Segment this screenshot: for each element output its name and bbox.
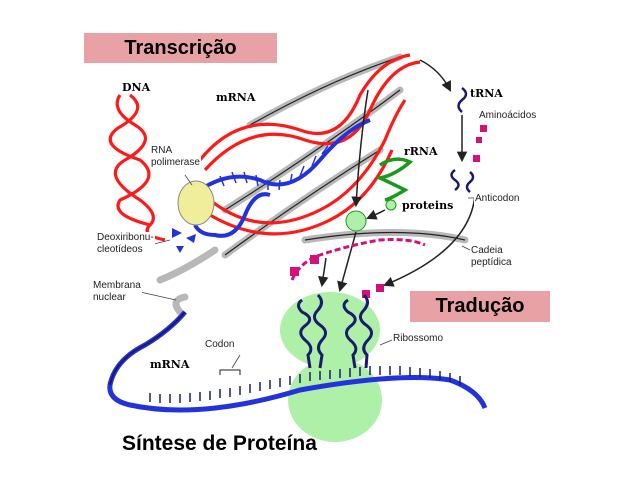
small-subunit <box>345 210 367 232</box>
anticodon-label: Anticodon <box>474 193 521 205</box>
peptide-label-line2: peptídica <box>471 257 512 268</box>
mrna-bottom-strand <box>107 310 488 413</box>
deoxy-label-line1: Deoxiribonu- <box>97 232 154 243</box>
peptide-chain <box>290 238 426 298</box>
deoxyribonucleotides <box>172 228 196 253</box>
rna-polymerase-label: RNA polimerase <box>150 145 201 169</box>
aminoacids-label: Aminoácidos <box>478 110 538 122</box>
membrane-label-line2: nuclear <box>93 292 126 303</box>
peptide-label-line1: Cadeia <box>471 245 503 256</box>
nuclear-membrane-label: Membrana nuclear <box>92 280 142 304</box>
trna-top <box>450 87 475 193</box>
mrna-codon-teeth <box>149 366 461 403</box>
codon-label: Codon <box>204 339 236 351</box>
deoxyribonucleotides-label: Deoxiribonu- cleotídeos <box>96 232 155 256</box>
rrna-strand <box>374 157 414 202</box>
rna-polymerase <box>177 180 215 226</box>
membrane-label-line1: Membrana <box>93 280 141 291</box>
mrna-top-label: mRNA <box>216 91 256 104</box>
peptide-chain-label: Cadeia peptídica <box>470 245 513 269</box>
rna-polymerase-label-line2: polimerase <box>151 157 200 168</box>
trna-on-ribosome <box>297 293 373 369</box>
codon-bracket <box>219 369 241 375</box>
ribosome-label: Ribossomo <box>392 333 445 345</box>
translation-banner: Tradução <box>410 291 550 322</box>
aminoacid-markers <box>473 125 487 162</box>
mrna-top-teeth <box>219 145 329 191</box>
rrna-label: rRNA <box>404 145 438 158</box>
dna-label: DNA <box>122 81 151 94</box>
page-title: Síntese de Proteína <box>122 432 317 455</box>
trna-label: tRNA <box>470 87 503 100</box>
deoxy-label-line2: cleotídeos <box>97 244 143 255</box>
mrna-bottom-label: mRNA <box>150 358 190 371</box>
rna-polymerase-label-line1: RNA <box>151 145 173 156</box>
proteins-label: proteins <box>402 199 454 212</box>
rrna-protein-blob <box>385 199 397 211</box>
transcription-banner: Transcrição <box>84 33 277 63</box>
